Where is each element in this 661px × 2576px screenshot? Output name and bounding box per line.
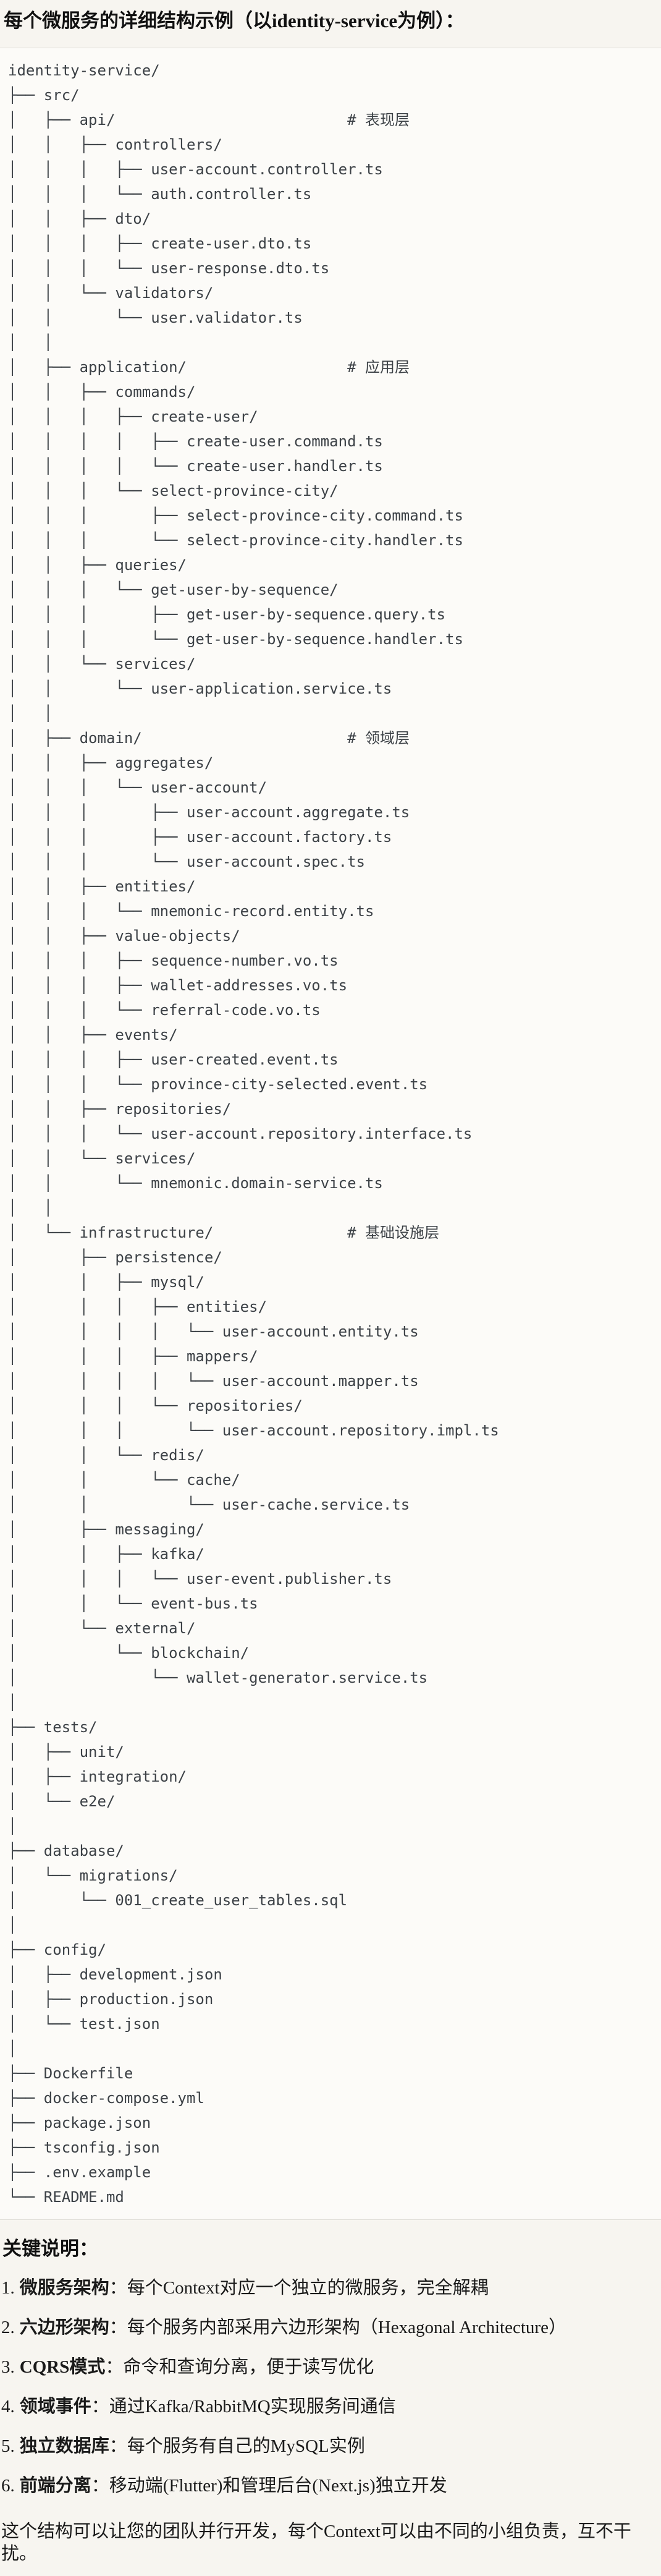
note-label: 领域事件 xyxy=(19,2397,91,2417)
notes-heading: 关键说明： xyxy=(2,2238,98,2260)
note-number: 3. xyxy=(1,2357,15,2378)
note-label: 独立数据库 xyxy=(19,2436,109,2457)
code-block: identity-service/ ├── src/ │ ├── api/ # … xyxy=(0,48,661,2221)
note-label: 微服务架构 xyxy=(19,2278,109,2298)
note-item-4: 4.领域事件：通过Kafka/RabbitMQ实现服务间通信 xyxy=(0,2395,661,2418)
note-text: ：命令和查询分离，便于读写优化 xyxy=(105,2357,374,2378)
note-label: CQRS模式 xyxy=(19,2357,106,2378)
note-number: 1. xyxy=(1,2278,15,2298)
note-item-3: 3.CQRS模式：命令和查询分离，便于读写优化 xyxy=(0,2356,661,2378)
page-title: 每个微服务的详细结构示例（以identity-service为例）： xyxy=(4,10,465,32)
file-tree-code: identity-service/ ├── src/ │ ├── api/ # … xyxy=(8,62,499,2206)
note-text: ：移动端(Flutter)和管理后台(Next.js)独立开发 xyxy=(91,2476,447,2496)
note-text: ：每个服务内部采用六边形架构（Hexagonal Architecture） xyxy=(109,2318,566,2338)
notes-list: 1.微服务架构：每个Context对应一个独立的微服务，完全解耦 2.六边形架构… xyxy=(0,2277,661,2497)
note-item-2: 2.六边形架构：每个服务内部采用六边形架构（Hexagonal Architec… xyxy=(0,2316,661,2339)
closing-paragraph: 这个结构可以让您的团队并行开发，每个Context可以由不同的小组负责，互不干扰… xyxy=(1,2522,631,2564)
note-number: 2. xyxy=(1,2318,15,2338)
note-item-5: 5.独立数据库：每个服务有自己的MySQL实例 xyxy=(0,2435,661,2457)
note-number: 6. xyxy=(1,2476,15,2496)
note-text: ：通过Kafka/RabbitMQ实现服务间通信 xyxy=(91,2397,396,2417)
note-number: 4. xyxy=(1,2397,15,2417)
note-text: ：每个服务有自己的MySQL实例 xyxy=(109,2436,365,2457)
note-item-1: 1.微服务架构：每个Context对应一个独立的微服务，完全解耦 xyxy=(0,2277,661,2299)
note-label: 六边形架构 xyxy=(19,2318,109,2338)
note-item-6: 6.前端分离：移动端(Flutter)和管理后台(Next.js)独立开发 xyxy=(0,2475,661,2497)
note-text: ：每个Context对应一个独立的微服务，完全解耦 xyxy=(109,2278,489,2298)
note-label: 前端分离 xyxy=(19,2476,91,2496)
note-number: 5. xyxy=(1,2436,15,2457)
